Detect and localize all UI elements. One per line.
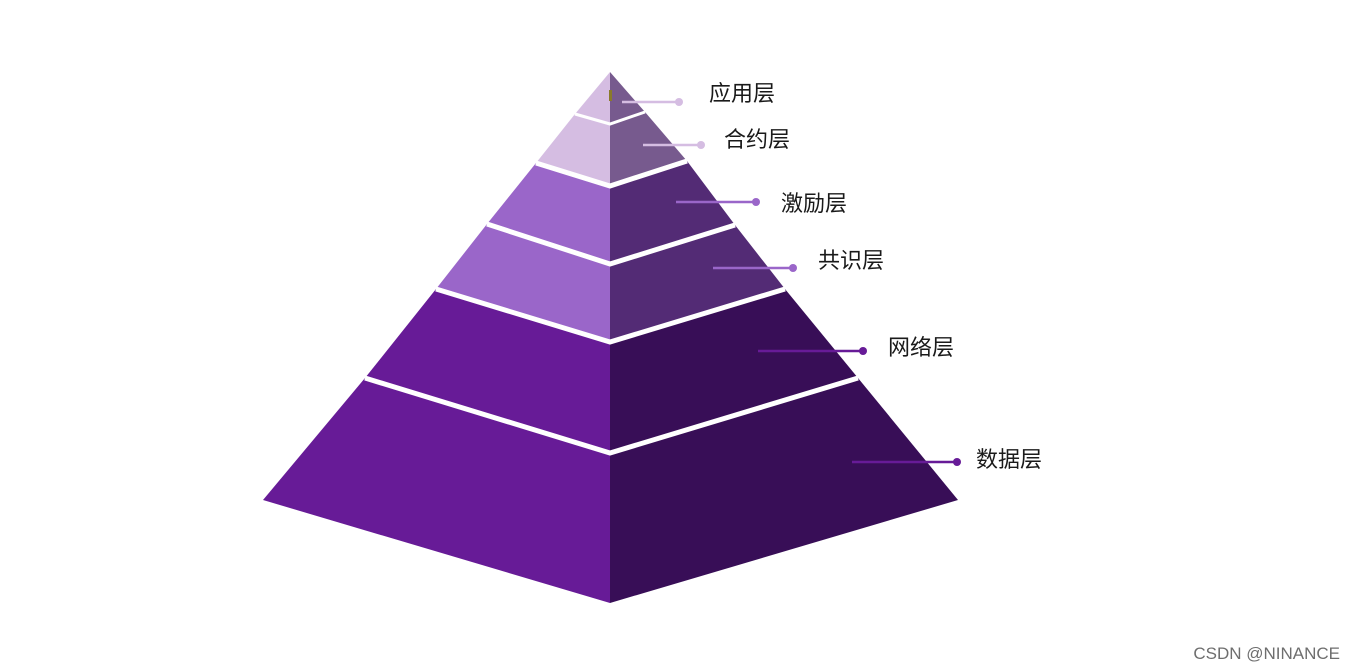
layer-network-left-face <box>365 289 610 453</box>
layer-separators <box>364 90 859 456</box>
layer-data-connector-dot <box>953 458 961 466</box>
layer-network-right-face <box>610 289 858 453</box>
layer-application-connector-dot <box>675 98 683 106</box>
layer-label-network: 网络层 <box>888 336 954 361</box>
layer-data-right-face <box>610 378 958 603</box>
layer-separator <box>364 375 859 456</box>
layer-consensus-left-face <box>436 224 610 342</box>
layer-label-consensus: 共识层 <box>818 249 884 274</box>
layer-label-data: 数据层 <box>976 448 1042 473</box>
layer-consensus-right-face <box>610 225 785 342</box>
layer-contract-connector-dot <box>697 141 705 149</box>
layer-contract-right-face <box>610 112 687 186</box>
layer-network-connector-dot <box>859 347 867 355</box>
layer-data-left-face <box>263 378 610 603</box>
layer-separator <box>535 158 688 189</box>
layer-label-incentive: 激励层 <box>781 192 847 217</box>
layer-application-right-face <box>610 72 645 124</box>
layer-separator <box>435 286 786 345</box>
layer-label-application: 应用层 <box>709 82 775 107</box>
layer-incentive-left-face <box>487 163 610 264</box>
label-connectors <box>622 98 961 466</box>
layer-label-contract: 合约层 <box>724 128 790 153</box>
layer-separator <box>486 221 736 267</box>
layer-application-left-face <box>575 72 610 124</box>
watermark: CSDN @NINANCE <box>1193 644 1340 663</box>
layer-separator <box>574 110 646 126</box>
layer-incentive-connector-dot <box>752 198 760 206</box>
apex-marker <box>609 90 612 101</box>
pyramid-faces <box>263 72 958 603</box>
layer-incentive-right-face <box>610 161 735 264</box>
layer-consensus-connector-dot <box>789 264 797 272</box>
